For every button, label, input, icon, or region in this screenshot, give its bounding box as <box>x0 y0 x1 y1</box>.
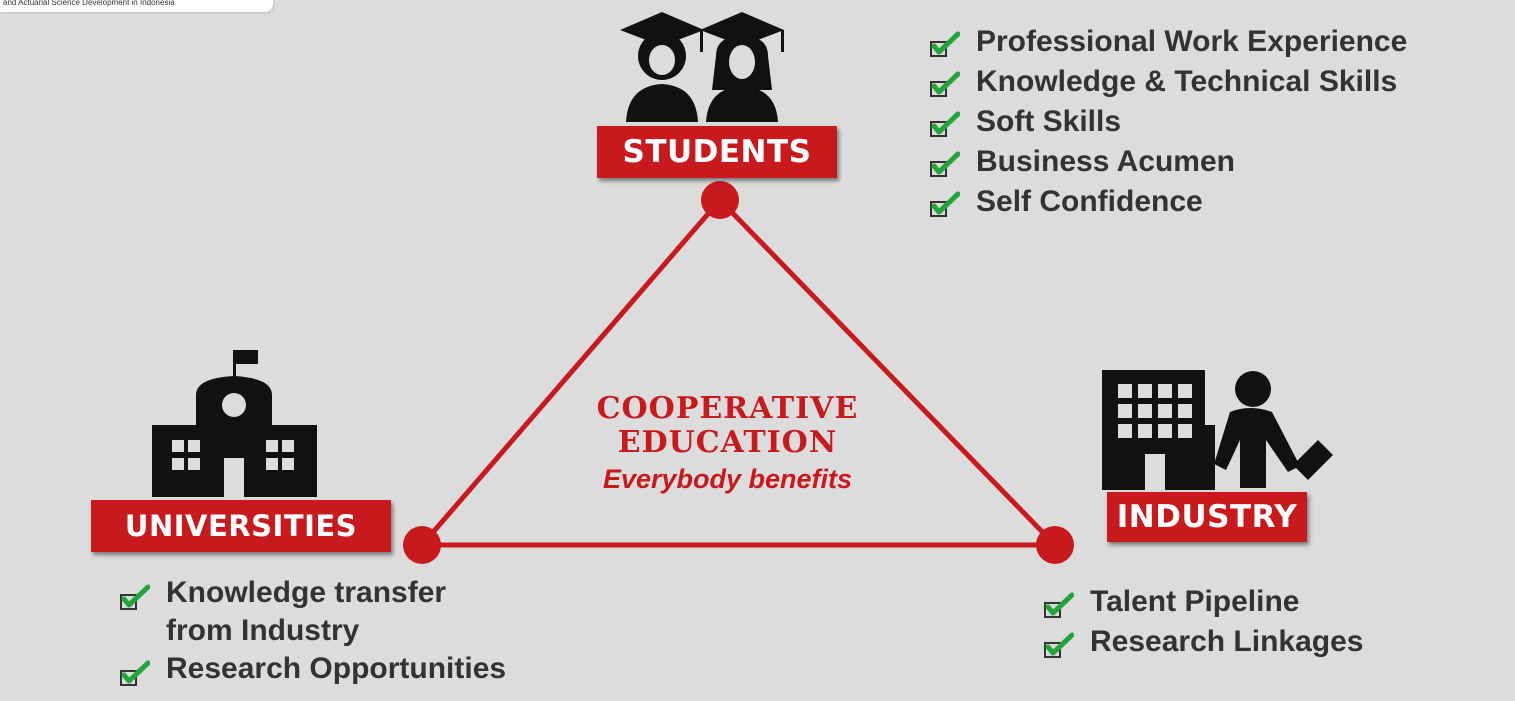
students-label: STUDENTS <box>597 126 837 178</box>
graduates-icon-detail <box>649 45 755 79</box>
edge-students-industry <box>718 198 1057 547</box>
list-item: Knowledge & Technical Skills <box>976 65 1398 98</box>
list-item: Research Linkages <box>1090 625 1364 658</box>
industry-benefits-list: Talent Pipeline Research Linkages <box>1034 582 1363 662</box>
students-benefits-list: Professional Work Experience Knowledge &… <box>920 22 1407 222</box>
list-item: Research Opportunities <box>166 652 507 685</box>
edge-students-universities <box>420 198 722 547</box>
list-item-text: Knowledge transfer <box>166 576 447 609</box>
center-title: COOPERATIVE EDUCATION Everybody benefits <box>545 392 910 496</box>
industry-label: INDUSTRY <box>1107 492 1307 542</box>
node-universities <box>403 526 441 564</box>
list-item: Business Acumen <box>976 145 1235 178</box>
graduates-icon <box>620 12 784 122</box>
list-item: Self Confidence <box>976 185 1203 218</box>
list-item: Knowledge transfer from Industry <box>110 574 506 650</box>
list-item-text-cont: from Industry <box>166 614 360 647</box>
universities-label: UNIVERSITIES <box>91 500 391 552</box>
office-building-windows <box>1118 384 1192 490</box>
universities-benefits-list: Knowledge transfer from Industry Research… <box>110 574 506 688</box>
businessman-icon <box>1214 371 1333 488</box>
list-item: Soft Skills <box>976 105 1122 138</box>
center-title-line2: EDUCATION <box>617 425 838 460</box>
list-item: Talent Pipeline <box>1090 585 1300 618</box>
header-caption: and Actuarial Science Development in Ind… <box>0 0 273 12</box>
triangle-edges <box>420 198 1057 548</box>
node-students <box>701 181 739 219</box>
center-tagline: Everybody benefits <box>602 464 853 494</box>
list-item: Professional Work Experience <box>976 25 1408 58</box>
school-building-detail <box>172 393 294 497</box>
node-industry <box>1036 526 1074 564</box>
center-title-line1: COOPERATIVE <box>596 391 859 426</box>
